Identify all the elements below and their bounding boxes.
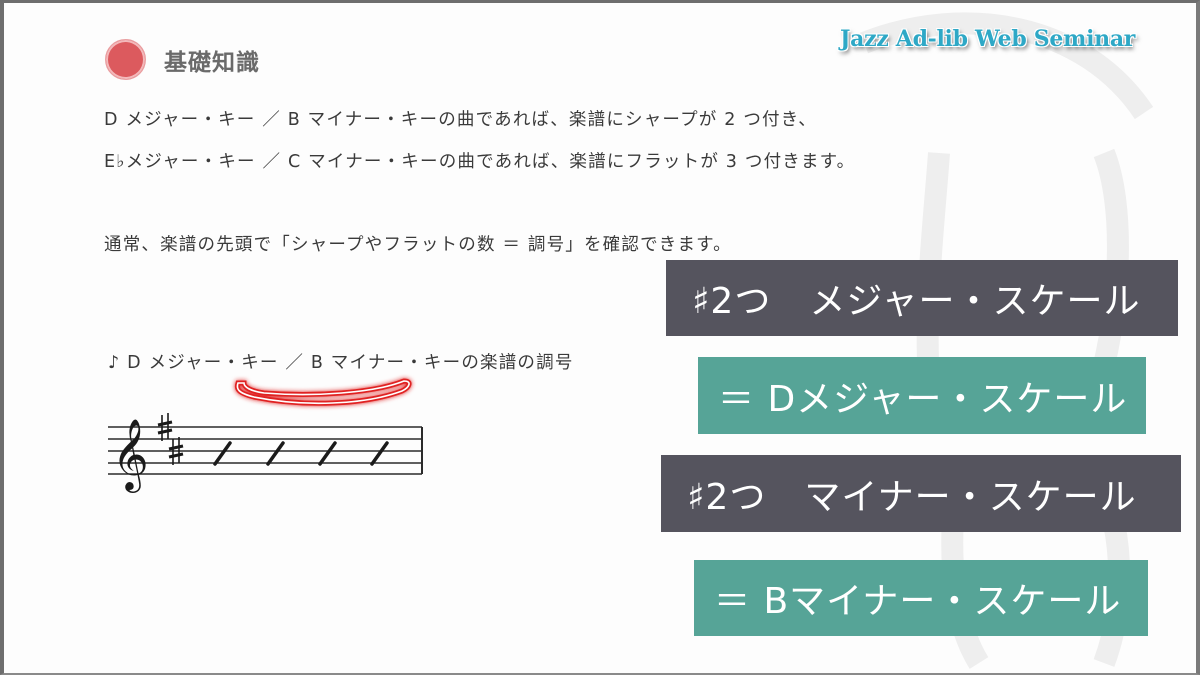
paragraph-line-2: E♭メジャー・キー ／ C マイナー・キーの曲であれば、楽譜にフラットが 3 つ… <box>104 152 856 172</box>
note-line: 通常、楽譜の先頭で「シャープやフラットの数 ＝ 調号」を確認できます。 <box>104 235 732 255</box>
box-b-minor: ＝ Bマイナー・スケール <box>694 560 1148 636</box>
box-sharp-minor: ♯2つマイナー・スケール <box>661 455 1181 532</box>
brand-logo: Jazz Ad-lib Web Seminar <box>840 26 1136 52</box>
box-d-major: ＝ Dメジャー・スケール <box>698 357 1146 434</box>
box-label: マイナー・スケール <box>804 476 1137 518</box>
box-label: メジャー・スケール <box>809 281 1141 322</box>
red-bullet-icon <box>105 39 146 80</box>
section-heading: 基礎知識 <box>105 39 260 80</box>
box-sharp-major: ♯2つメジャー・スケール <box>666 260 1178 336</box>
treble-clef-icon: 𝄞 <box>112 417 149 493</box>
box-label: ＝ Dメジャー・スケール <box>718 378 1128 420</box>
red-highlight-stroke <box>234 378 412 406</box>
box-prefix: ♯2つ <box>687 476 767 518</box>
key-signature-sharps <box>157 413 184 465</box>
box-label: ＝ Bマイナー・スケール <box>714 581 1122 622</box>
paragraph-line-1: D メジャー・キー ／ B マイナー・キーの曲であれば、楽譜にシャープが 2 つ… <box>104 110 817 130</box>
section-title: 基礎知識 <box>164 49 260 76</box>
music-staff: 𝄞 <box>108 413 423 493</box>
staff-caption: ♪ D メジャー・キー ／ B マイナー・キーの楽譜の調号 <box>108 353 574 373</box>
slide: 基礎知識 Jazz Ad-lib Web Seminar D メジャー・キー ／… <box>4 3 1196 673</box>
box-prefix: ♯2つ <box>692 281 772 322</box>
rhythm-slashes <box>213 441 389 466</box>
